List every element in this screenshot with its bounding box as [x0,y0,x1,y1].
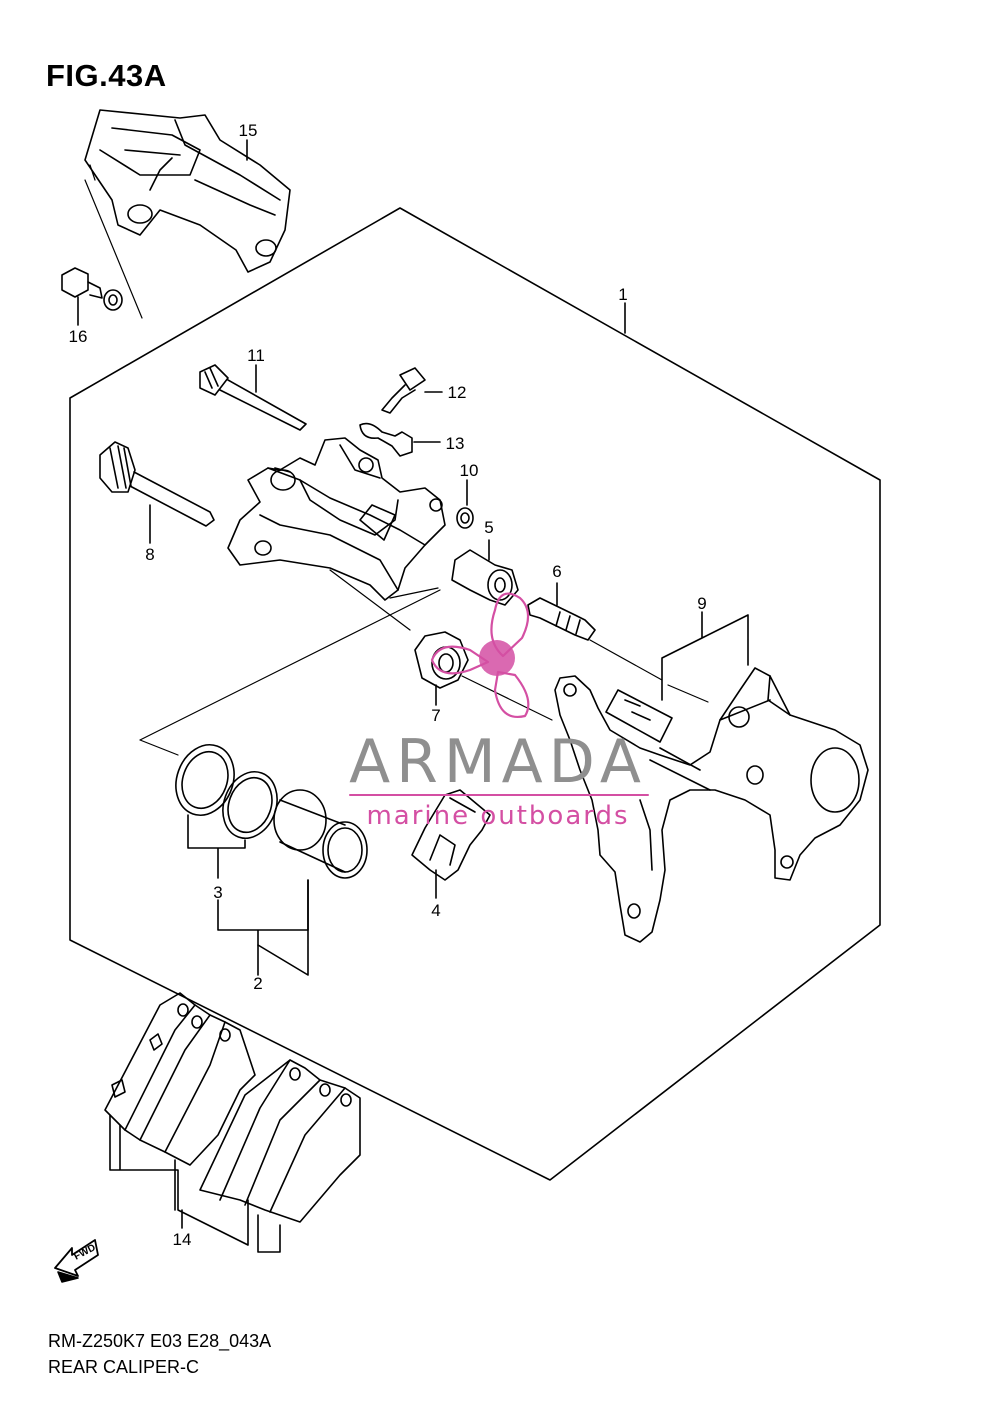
watermark-logo: ARMADA marine outboards [349,592,649,831]
watermark-brand: ARMADA [349,727,647,797]
part-10-washer [456,507,474,529]
part-11-pin [199,364,307,431]
caliper-body [227,437,446,601]
callout-numbers: 1 2 3 4 5 6 7 8 9 10 11 12 13 14 15 16 [69,121,707,1249]
figure-title: FIG.43A [46,58,167,93]
assembly-outline [69,207,881,1181]
callout-1: 1 [618,285,627,304]
caliper-center-lines [139,569,441,756]
leader-9 [661,611,749,701]
part-6-exploded-line [589,639,663,681]
part-9-exploded-line [667,684,709,703]
callout-2: 2 [253,974,262,993]
part-15-bracket [84,109,291,273]
leader-2-bracket [257,879,309,976]
callout-3: 3 [213,883,222,902]
callout-5: 5 [484,518,493,537]
leader-3 [187,814,246,879]
part-4-pad-spring [411,789,491,881]
part-8-slide-pin [99,441,215,527]
callout-8: 8 [145,545,154,564]
part-5-sleeve [451,549,519,606]
watermark-tagline: marine outboards [366,801,629,831]
propeller-hub-icon [479,640,515,676]
part-6-pin-bolt [527,597,596,641]
part-2-piston [273,789,368,879]
part-7-exploded-line [461,675,553,721]
part-13-cap [359,422,413,457]
part-12-bleeder [381,367,426,414]
part-7-boot [414,631,469,689]
fwd-arrow-icon: FWD [54,1239,99,1283]
callout-14: 14 [173,1230,192,1249]
part-15-exploded-lines [84,164,143,319]
leader-2 [217,879,309,976]
callout-9: 9 [697,594,706,613]
leader-14 [109,1114,281,1253]
callout-13: 13 [446,434,465,453]
part-16-bolt [61,267,123,311]
callout-11: 11 [247,346,265,365]
callout-10: 10 [460,461,479,480]
callout-12: 12 [448,383,467,402]
diagram-name: REAR CALIPER-C [48,1357,200,1377]
callout-7: 7 [431,706,440,725]
part-9-support [554,667,869,943]
propeller-icon [430,592,530,719]
diagram-code: RM-Z250K7 E03 E28_043A [48,1331,272,1351]
callout-4: 4 [431,901,440,920]
part-3-piston-seals [175,744,278,839]
callout-16: 16 [69,327,88,346]
callout-15: 15 [239,121,258,140]
callout-6: 6 [552,562,561,581]
part-14-brake-pads [104,992,361,1223]
